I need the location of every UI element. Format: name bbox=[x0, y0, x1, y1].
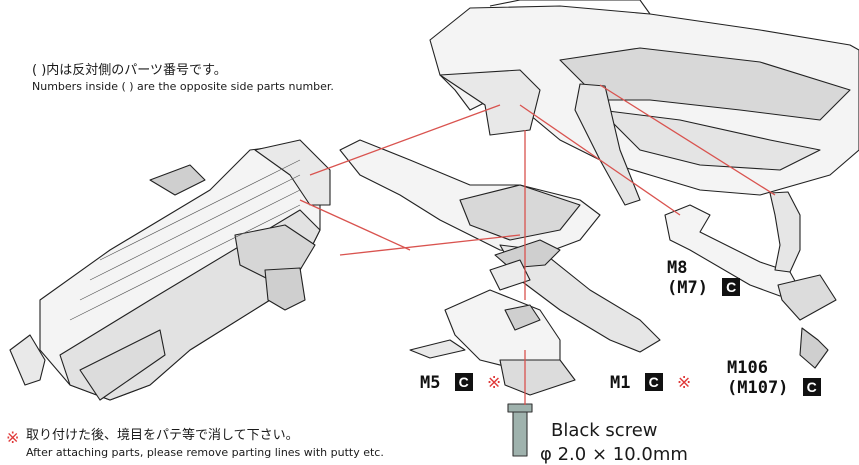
m1-part-number: M1 bbox=[610, 373, 631, 393]
screw-size: φ 2.0 × 10.0mm bbox=[540, 444, 688, 465]
putty-note-en: After attaching parts, please remove par… bbox=[26, 446, 384, 459]
m106-part-number: M106 bbox=[727, 358, 768, 378]
black-screw-icon bbox=[507, 403, 533, 457]
guide-line-left-mid bbox=[339, 234, 521, 256]
screw-name: Black screw bbox=[551, 420, 658, 441]
putty-mark: ※ bbox=[486, 373, 502, 393]
guide-line-upper-left bbox=[309, 104, 501, 176]
m106-opposite-number: (M107) bbox=[727, 378, 789, 398]
m8-part-number: M8 bbox=[667, 258, 688, 278]
m106-label: M106 (M107) C bbox=[727, 358, 821, 398]
central-bracket-part bbox=[339, 139, 661, 353]
guide-line-left-lower bbox=[299, 199, 411, 251]
m5-part-number: M5 bbox=[420, 373, 441, 393]
sprue-c-badge: C bbox=[802, 378, 821, 396]
guide-line-arm bbox=[599, 84, 776, 196]
sprue-c-badge: C bbox=[454, 373, 473, 391]
opposite-note-en: Numbers inside ( ) are the opposite side… bbox=[32, 80, 334, 93]
putty-mark: ※ bbox=[676, 373, 692, 393]
left-large-part bbox=[9, 139, 331, 401]
putty-note-mark: ※ bbox=[6, 428, 20, 447]
m1-label: M1 C ※ bbox=[610, 373, 691, 393]
m5-part bbox=[409, 289, 576, 396]
m8-arm-part bbox=[664, 191, 837, 369]
guide-lines bbox=[299, 84, 776, 405]
opposite-note-jp: ( )内は反対側のパーツ番号です。 bbox=[32, 63, 227, 78]
upper-body-part bbox=[429, 0, 859, 206]
sprue-c-badge: C bbox=[644, 373, 663, 391]
sprue-c-badge: C bbox=[722, 278, 741, 296]
m8-opposite-number: (M7) bbox=[667, 278, 708, 298]
m8-label: M8 (M7) C bbox=[667, 258, 741, 298]
putty-note-jp: 取り付けた後、境目をパテ等で消して下さい。 bbox=[26, 428, 299, 443]
m5-label: M5 C ※ bbox=[420, 373, 501, 393]
guide-line-upper-right bbox=[519, 104, 681, 216]
